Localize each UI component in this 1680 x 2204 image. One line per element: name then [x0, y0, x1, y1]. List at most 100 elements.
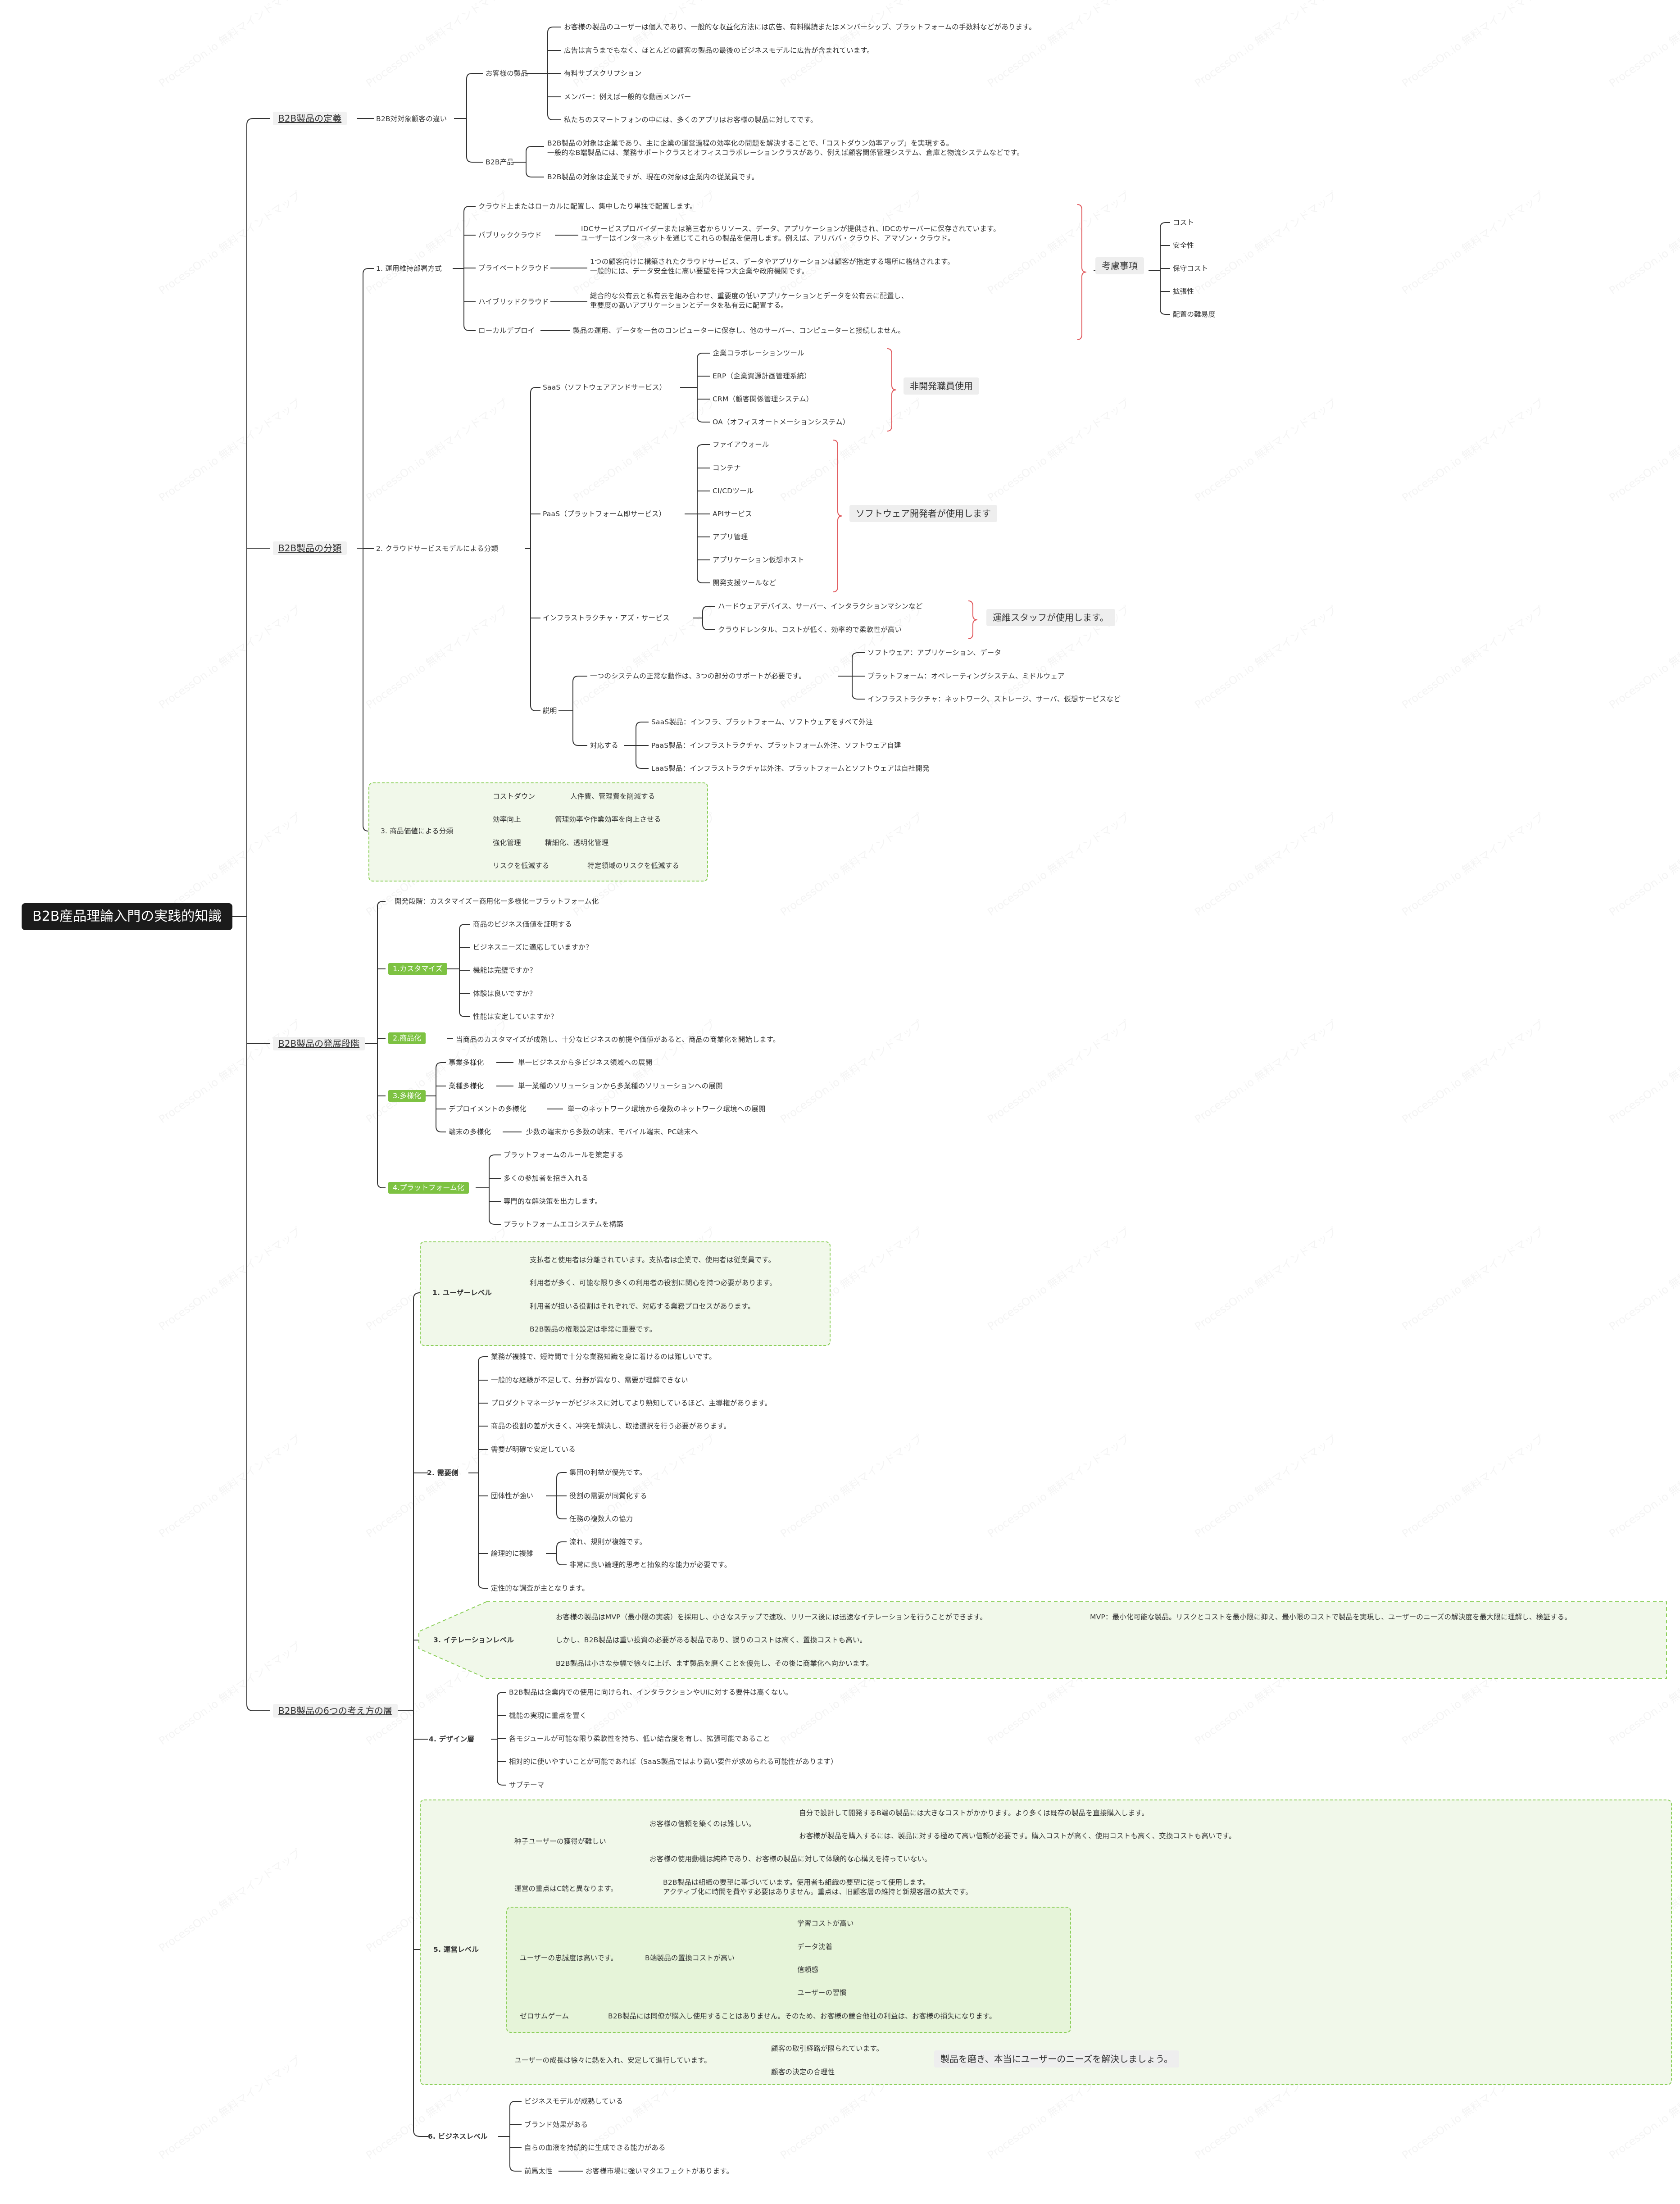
- explain-2-item[interactable]: PaaS製品：インフラストラクチャ、プラットフォーム外注、ソフトウェア自建: [651, 741, 901, 750]
- loyalty-item[interactable]: 信頼感: [797, 1966, 819, 1974]
- platform-item[interactable]: プラットフォームエコシステムを構築: [504, 1220, 623, 1228]
- value-item[interactable]: 効率向上: [493, 815, 521, 823]
- customize-item[interactable]: 体験は良いですか？: [473, 990, 536, 998]
- diversify-desc[interactable]: 少数の端末から多数の端末、モバイル端末、PC端末へ: [526, 1128, 698, 1136]
- demand-item[interactable]: 業務が複雑で、短時間で十分な業務知識を身に着けるのは難しいです。: [491, 1353, 716, 1361]
- user-loyalty[interactable]: ユーザーの忠誠度は高いです。: [520, 1954, 618, 1962]
- value-item[interactable]: リスクを低減する: [493, 862, 549, 870]
- node-b2b-product[interactable]: B2B产品: [486, 158, 514, 166]
- paas-item[interactable]: アプリケーション仮想ホスト: [713, 556, 804, 564]
- commercial-desc[interactable]: 当商品のカスタマイズが成熟し、十分なビジネスの前提や価値があると、商品の商業化を…: [456, 1036, 780, 1044]
- diversify-item[interactable]: 事業多様化: [449, 1059, 484, 1067]
- node-value[interactable]: 3. 商品価値による分類: [381, 827, 454, 835]
- growth-item[interactable]: 顧客の決定の合理性: [771, 2068, 835, 2076]
- section-definition[interactable]: B2B製品の定義: [273, 112, 347, 125]
- our-item[interactable]: メンバー：例えば一般的な動画メンバー: [564, 93, 691, 101]
- design-item[interactable]: サブテーマ: [509, 1781, 545, 1789]
- design-item[interactable]: 機能の実現に重点を置く: [509, 1712, 587, 1720]
- node-operation[interactable]: 5. 運営レベル: [433, 1945, 479, 1954]
- summary-saas[interactable]: 非開発職員使用: [904, 377, 979, 395]
- value-desc[interactable]: 人件費、管理費を削減する: [570, 792, 655, 800]
- deploy-desc[interactable]: 製品の運用、データを一台のコンピューターに保存し、他のサーバー、コンピューターと…: [573, 327, 905, 335]
- stage-commercial[interactable]: 2.商品化: [388, 1032, 426, 1044]
- seed-trust-item[interactable]: お客様が製品を購入するには、製品に対する極めて高い信頼が必要です。購入コストが高…: [799, 1832, 1236, 1840]
- platform-item[interactable]: 多くの参加者を招き入れる: [504, 1174, 589, 1182]
- business-last[interactable]: お客様市場に強いマタエフェクトがあります。: [586, 2167, 734, 2175]
- diversify-desc[interactable]: 単一業種のソリューションから多業種のソリューションへの展開: [518, 1082, 723, 1090]
- value-item[interactable]: 強化管理: [493, 839, 521, 847]
- deploy-item[interactable]: パブリッククラウド: [478, 231, 542, 239]
- deploy-item[interactable]: プライベートクラウド: [478, 264, 549, 272]
- customize-item[interactable]: 性能は安定していますか？: [473, 1013, 558, 1021]
- node-design[interactable]: 4. デザイン層: [429, 1735, 475, 1743]
- node-iaas[interactable]: インフラストラクチャ・アズ・サービス: [543, 614, 670, 622]
- our-item[interactable]: 私たちのスマートフォンの中には、多くのアプリはお客様の製品に対してです。: [564, 116, 817, 124]
- user-item[interactable]: 支払者と使用者は分離されています。支払者は企業で、使用者は従業員です。: [530, 1256, 776, 1264]
- seed-user[interactable]: 种子ユーザーの獲得が難しい: [514, 1837, 606, 1845]
- platform-item[interactable]: プラットフォームのルールを策定する: [504, 1151, 624, 1159]
- consideration-item[interactable]: 拡張性: [1173, 287, 1194, 295]
- deploy-desc[interactable]: 1つの顧客向けに構築されたクラウドサービス、データやアプリケーションは顧客が指定…: [590, 258, 954, 275]
- stage-diversify[interactable]: 3.多様化: [388, 1090, 426, 1102]
- section-six-layers[interactable]: B2B製品の6つの考え方の層: [273, 1704, 398, 1718]
- iteration-item[interactable]: お客様の製品はMVP（最小限の実装）を採用し、小さなステップで速攻、リリース後に…: [556, 1613, 987, 1621]
- replace-cost[interactable]: B端製品の置換コストが高い: [645, 1954, 735, 1962]
- loyalty-item[interactable]: 学習コストが高い: [797, 1919, 854, 1927]
- deploy-desc[interactable]: IDCサービスプロバイダーまたは第三者からリソース、データ、アプリケーションが提…: [581, 225, 1000, 242]
- consideration-item[interactable]: コスト: [1173, 218, 1194, 227]
- paas-item[interactable]: CI/CDツール: [713, 487, 754, 495]
- business-item[interactable]: ブランド効果がある: [524, 2121, 588, 2129]
- deploy-item[interactable]: ハイブリッドクラウド: [478, 298, 549, 306]
- operation-focus[interactable]: 運営の重点はC端と異なります。: [514, 1885, 618, 1893]
- diversify-item[interactable]: 端末の多様化: [449, 1128, 491, 1136]
- node-deploy[interactable]: 1. 運用維持部署方式: [376, 264, 442, 273]
- customize-item[interactable]: ビジネスニーズに適応していますか？: [473, 943, 593, 951]
- diversify-desc[interactable]: 単一ビジネスから多ビジネス領域への展開: [518, 1059, 653, 1067]
- our-item[interactable]: 有料サブスクリプション: [564, 69, 642, 77]
- value-desc[interactable]: 特定領域のリスクを低減する: [587, 862, 680, 870]
- demand-item[interactable]: 定性的な調査が主となります。: [491, 1584, 589, 1592]
- stage-platform[interactable]: 4.プラットフォーム化: [388, 1182, 469, 1194]
- consideration-item[interactable]: 安全性: [1173, 241, 1194, 250]
- value-item[interactable]: コストダウン: [493, 792, 536, 800]
- mvp-note[interactable]: MVP：最小化可能な製品。リスクとコストを最小限に抑え、最小限のコストで製品を実…: [1090, 1613, 1572, 1621]
- node-business[interactable]: 6. ビジネスレベル: [428, 2132, 488, 2140]
- paas-item[interactable]: アプリ管理: [713, 533, 748, 541]
- paas-item[interactable]: 開発支援ツールなど: [713, 579, 776, 587]
- diversify-item[interactable]: デプロイメントの多様化: [449, 1105, 527, 1113]
- demand-item[interactable]: 商品の役割の差が大きく、冲突を解決し、取捨選択を行う必要があります。: [491, 1422, 731, 1430]
- platform-item[interactable]: 専門的な解決策を出力します。: [504, 1197, 602, 1205]
- design-item[interactable]: 各モジュールが可能な限り柔軟性を持ち、低い結合度を有し、拡張可能であること: [509, 1735, 770, 1743]
- demand-item[interactable]: 一般的な経験が不足して、分野が異なり、需要が理解できない: [491, 1376, 688, 1384]
- customize-item[interactable]: 機能は完璧ですか？: [473, 966, 537, 974]
- explain-1-item[interactable]: プラットフォーム：オペレーティングシステム、ミドルウェア: [867, 672, 1065, 680]
- explain-2[interactable]: 対応する: [590, 741, 618, 750]
- node-cloud-model[interactable]: 2. クラウドサービスモデルによる分類: [376, 545, 499, 553]
- user-item[interactable]: 利用者が多く、可能な限り多くの利用者の役割に関心を持つ必要があります。: [530, 1279, 776, 1287]
- stage-customize[interactable]: 1.カスタマイズ: [388, 963, 447, 975]
- saas-item[interactable]: OA（オフィスオートメーションシステム）: [713, 418, 850, 426]
- logic-item[interactable]: 非常に良い論理的思考と抽象的な能力が必要です。: [569, 1561, 731, 1569]
- summary-iaas[interactable]: 運維スタッフが使用します。: [986, 609, 1115, 626]
- zero-sum[interactable]: ゼロサムゲーム: [520, 2012, 569, 2020]
- root-node[interactable]: B2B産品理論入門の実践的知識: [22, 903, 233, 930]
- seed-motive[interactable]: お客様の使用動機は純粋であり、お客様の製品に対して体験的な心構えを持っていない。: [649, 1855, 931, 1863]
- operation-focus-desc[interactable]: B2B製品は組織の要望に基づいています。使用者も組織の要望に従って使用します。 …: [663, 1878, 973, 1896]
- node-diff[interactable]: B2B対対象顧客の違い: [376, 115, 447, 123]
- consideration-item[interactable]: 配置の難易度: [1173, 310, 1216, 318]
- business-item[interactable]: 自らの血液を持続的に生成できる能力がある: [524, 2144, 666, 2152]
- node-our-product[interactable]: お客様の製品: [486, 69, 528, 77]
- value-desc[interactable]: 管理効率や作業効率を向上させる: [555, 815, 661, 823]
- node-explain[interactable]: 説明: [543, 707, 557, 715]
- group-item[interactable]: 任務の複数人の協力: [569, 1515, 633, 1523]
- user-item[interactable]: 利用者が担いる役割はそれぞれで、対応する業務プロセスがあります。: [530, 1302, 755, 1310]
- saas-item[interactable]: 企業コラボレーションツール: [713, 349, 804, 357]
- deploy-item[interactable]: ローカルデプロイ: [478, 327, 535, 335]
- zero-sum-desc[interactable]: B2B製品には同僚が購入し使用することはありません。そのため、お客様の競合他社の…: [608, 2012, 996, 2020]
- design-item[interactable]: B2B製品は企業内での使用に向けられ、インタラクションやUIに対する要件は高くな…: [509, 1688, 793, 1696]
- user-growth[interactable]: ユーザーの成長は徐々に熱を入れ、安定して進行しています。: [514, 2056, 711, 2064]
- demand-item[interactable]: プロダクトマネージャーがビジネスに対してより熟知しているほど、主導権があります。: [491, 1399, 772, 1407]
- our-item[interactable]: 広告は言うまでもなく、ほとんどの顧客の製品の最後のビジネスモデルに広告が含まれて…: [564, 46, 874, 55]
- b2b-item[interactable]: B2B製品の対象は企業であり、主に企業の運営過程の効率化の問題を解決することで、…: [547, 139, 1024, 157]
- deploy-item[interactable]: クラウド上またはローカルに配置し、集中したり単独で配置します。: [478, 202, 697, 210]
